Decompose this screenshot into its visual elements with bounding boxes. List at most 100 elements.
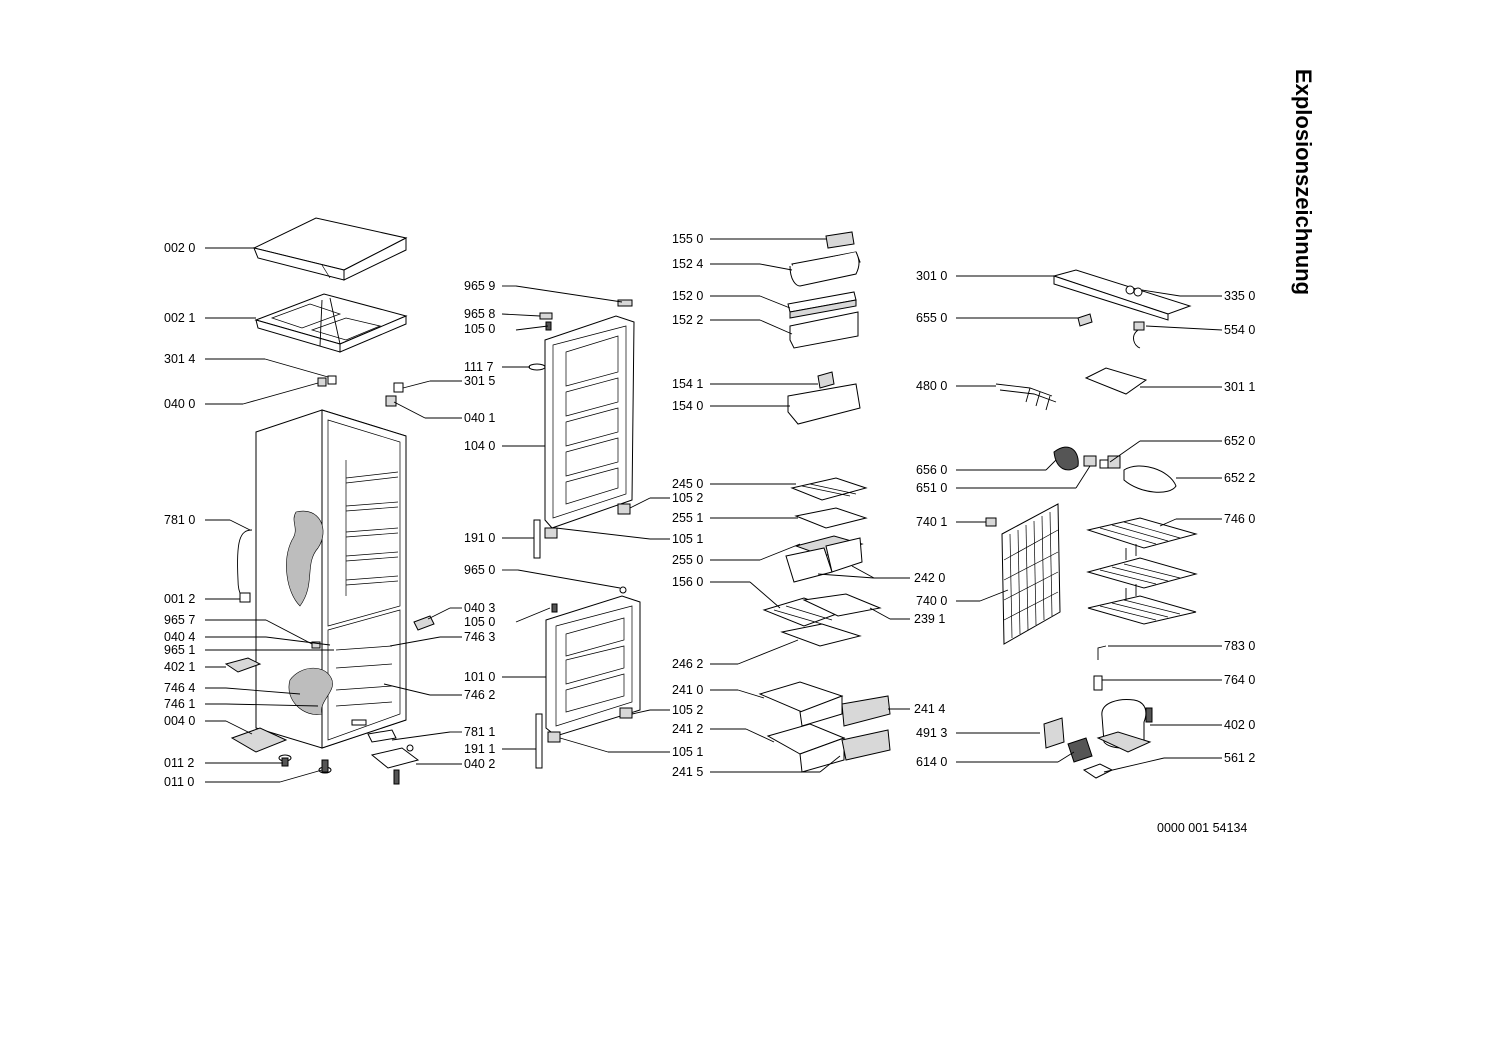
compressor: [1096, 699, 1153, 753]
label-004-0: 004 0: [164, 714, 195, 728]
label-191-1: 191 1: [464, 742, 495, 756]
leader-lines: [205, 238, 1223, 783]
label-152-4: 152 4: [672, 257, 703, 271]
part-301-4: [327, 375, 337, 385]
label-655-0: 655 0: [916, 311, 947, 325]
label-241-0: 241 0: [672, 683, 703, 697]
label-105-2-upper: 105 2: [672, 491, 703, 505]
part-drawings: [224, 217, 1198, 785]
label-746-0: 746 0: [1224, 512, 1255, 526]
label-480-0: 480 0: [916, 379, 947, 393]
label-002-1: 002 1: [164, 311, 195, 325]
label-301-5: 301 5: [464, 374, 495, 388]
label-965-0: 965 0: [464, 563, 495, 577]
label-614-0: 614 0: [916, 755, 947, 769]
part-783-0: [1097, 645, 1107, 660]
label-255-0: 255 0: [672, 553, 703, 567]
door-shelves: [787, 231, 861, 425]
fridge-cabinet: [255, 409, 407, 749]
fridge-door: [528, 299, 635, 559]
label-652-0: 652 0: [1224, 434, 1255, 448]
label-011-2: 011 2: [164, 756, 194, 770]
label-105-1-lower: 105 1: [672, 745, 703, 759]
wire-racks: [1086, 517, 1198, 625]
shelves-and-drawers: [758, 477, 891, 773]
label-965-1: 965 1: [164, 643, 195, 657]
drain-pipe: [237, 529, 253, 601]
condenser: [985, 503, 1061, 645]
label-740-1: 740 1: [916, 515, 947, 529]
label-105-0-upper: 105 0: [464, 322, 495, 336]
label-040-4: 040 4: [164, 630, 195, 644]
part-040-3: [413, 615, 435, 631]
label-651-0: 651 0: [916, 481, 947, 495]
part-301-5: [393, 382, 404, 393]
label-040-2: 040 2: [464, 757, 495, 771]
label-101-0: 101 0: [464, 670, 495, 684]
label-746-1: 746 1: [164, 697, 195, 711]
part-040-0: [317, 377, 327, 387]
label-746-2: 746 2: [464, 688, 495, 702]
label-152-0: 152 0: [672, 289, 703, 303]
label-002-0: 002 0: [164, 241, 195, 255]
label-105-2-lower: 105 2: [672, 703, 703, 717]
label-652-2: 652 2: [1224, 471, 1255, 485]
label-154-1: 154 1: [672, 377, 703, 391]
label-554-0: 554 0: [1224, 323, 1255, 337]
label-241-2: 241 2: [672, 722, 703, 736]
part-781-1: [367, 729, 397, 743]
label-011-0: 011 0: [164, 775, 194, 789]
label-191-0: 191 0: [464, 531, 495, 545]
label-155-0: 155 0: [672, 232, 703, 246]
label-301-0: 301 0: [916, 269, 947, 283]
label-001-2: 001 2: [164, 592, 195, 606]
label-746-4: 746 4: [164, 681, 195, 695]
label-154-0: 154 0: [672, 399, 703, 413]
label-781-1: 781 1: [464, 725, 495, 739]
base-plate: [230, 727, 288, 753]
label-746-3: 746 3: [464, 630, 495, 644]
label-301-1: 301 1: [1224, 380, 1255, 394]
starter-relay: [1067, 737, 1093, 763]
label-301-4: 301 4: [164, 352, 195, 366]
label-965-9: 965 9: [464, 279, 495, 293]
feet: [278, 754, 332, 774]
label-105-0-lower: 105 0: [464, 615, 495, 629]
label-246-2: 246 2: [672, 657, 703, 671]
label-242-0: 242 0: [914, 571, 945, 585]
part-402-1: [224, 657, 262, 673]
control-components: [995, 269, 1192, 493]
label-245-0: 245 0: [672, 477, 703, 491]
part-labels: 002 0 002 1 301 4 040 0 781 0 001 2 965 …: [164, 232, 1255, 789]
label-255-1: 255 1: [672, 511, 703, 525]
label-740-0: 740 0: [916, 594, 947, 608]
label-335-0: 335 0: [1224, 289, 1255, 303]
part-491-3: [1043, 717, 1065, 749]
label-402-0: 402 0: [1224, 718, 1255, 732]
part-040-1: [385, 395, 397, 407]
part-965-7: [311, 641, 321, 649]
label-105-1-upper: 105 1: [672, 532, 703, 546]
label-040-0: 040 0: [164, 397, 195, 411]
top-frame: [254, 293, 408, 353]
label-104-0: 104 0: [464, 439, 495, 453]
label-152-2: 152 2: [672, 313, 703, 327]
label-239-1: 239 1: [914, 612, 945, 626]
label-965-7: 965 7: [164, 613, 195, 627]
label-111-7: 111 7: [464, 360, 493, 374]
label-656-0: 656 0: [916, 463, 947, 477]
freezer-door: [535, 586, 641, 769]
top-cover: [252, 217, 408, 281]
bottom-hinge: [370, 744, 420, 785]
label-965-8: 965 8: [464, 307, 495, 321]
label-764-0: 764 0: [1224, 673, 1255, 687]
label-561-2: 561 2: [1224, 751, 1255, 765]
document-number: 0000 001 54134: [1157, 821, 1248, 835]
label-156-0: 156 0: [672, 575, 703, 589]
label-781-0: 781 0: [164, 513, 195, 527]
label-241-5: 241 5: [672, 765, 703, 779]
label-491-3: 491 3: [916, 726, 947, 740]
part-764-0: [1093, 675, 1103, 691]
